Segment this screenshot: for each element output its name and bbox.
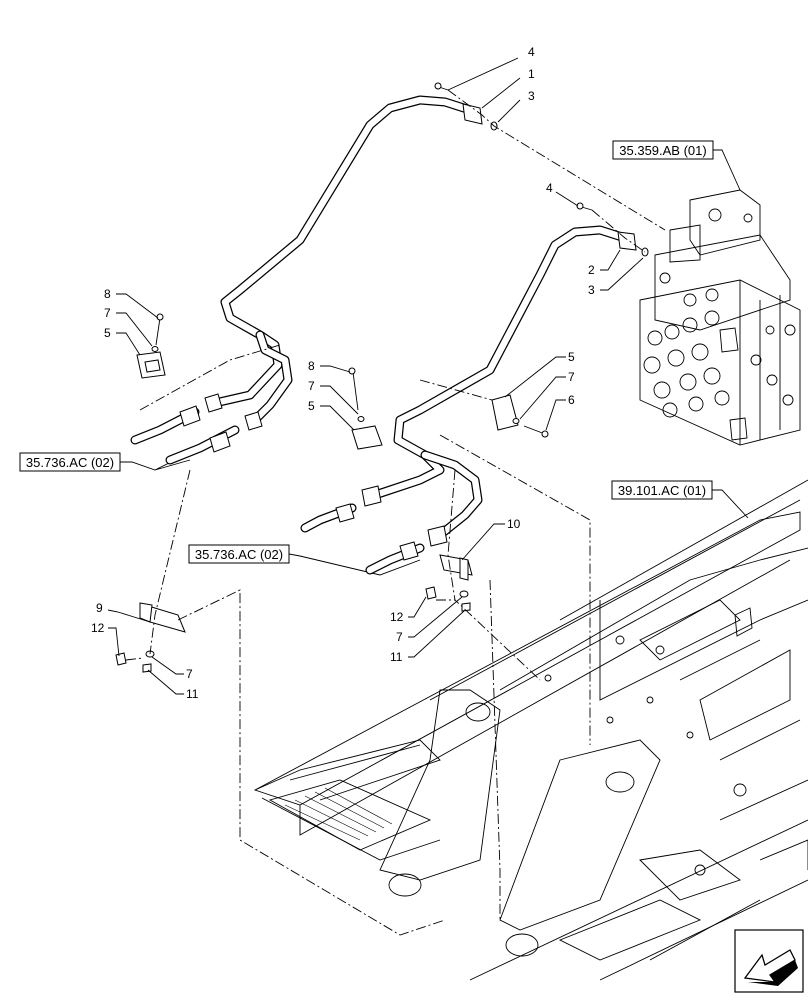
reference-hose-left[interactable]: 35.736.AC (02) [19,452,121,472]
callout-12-right: 12 [390,610,404,624]
washer-7-lower-right [459,590,469,598]
callout-4-mid: 4 [546,181,553,195]
callout-1: 1 [528,67,535,81]
reference-hose-center[interactable]: 35.736.AC (02) [188,544,290,564]
bolt-12-left [115,652,127,666]
bolt-12-right [425,586,437,600]
construction-lines [125,89,666,936]
bolt-right [523,425,549,438]
clamp-left [136,351,166,379]
callout-7-right: 7 [568,370,575,384]
callout-numbers: 4 1 3 4 2 3 8 7 5 8 7 5 5 7 6 10 12 7 11… [91,45,595,701]
callout-leaders [107,57,644,695]
callout-11-left: 11 [186,687,199,701]
clamp-center [351,425,383,450]
callout-11-right: 11 [390,650,403,664]
bolt-top [434,82,449,91]
callout-4-top: 4 [528,45,535,59]
svg-text:39.101.AC (01): 39.101.AC (01) [618,483,706,498]
callout-3-top: 3 [528,89,535,103]
callout-6: 6 [568,393,575,407]
svg-text:35.359.AB (01): 35.359.AB (01) [619,143,706,158]
bracket-9 [139,602,186,633]
callout-9: 9 [96,601,103,615]
clamp-right [491,394,519,431]
control-valve-block [639,189,801,446]
hoses-center [300,503,425,575]
callout-8-center: 8 [308,359,315,373]
bolt-center [348,367,359,411]
washer-right [512,418,520,424]
washer-center [357,416,365,422]
tube-1 [210,95,475,425]
bolt-left [155,313,164,346]
svg-text:35.736.AC (02): 35.736.AC (02) [26,455,114,470]
callout-12-left: 12 [91,621,105,635]
bracket-10 [439,554,473,581]
callout-8-left: 8 [104,287,111,301]
callout-5-right: 5 [568,350,575,364]
callout-5-left: 5 [104,326,111,340]
bolt-mid [576,202,593,211]
callout-3-mid: 3 [588,283,595,297]
callout-7-lower-left: 7 [186,667,193,681]
tube-1-fittings [204,103,483,431]
excavator-frame [253,479,808,981]
nut-11-left [142,663,152,673]
nut-11-right [461,602,471,612]
arrow-icon[interactable] [734,929,804,993]
svg-text:35.736.AC (02): 35.736.AC (02) [195,547,283,562]
callout-7-left: 7 [104,306,111,320]
reference-valve[interactable]: 35.359.AB (01) [612,140,714,160]
callout-10: 10 [507,517,521,531]
reference-frame[interactable]: 39.101.AC (01) [611,480,713,500]
callout-5-center: 5 [308,399,315,413]
hoses-left [130,405,240,465]
callout-7-lower-right: 7 [396,630,403,644]
callout-2: 2 [588,263,595,277]
tube-2 [370,225,630,540]
tube-2-fittings [361,231,637,547]
washer-left [151,346,159,352]
callout-7-center: 7 [308,379,315,393]
